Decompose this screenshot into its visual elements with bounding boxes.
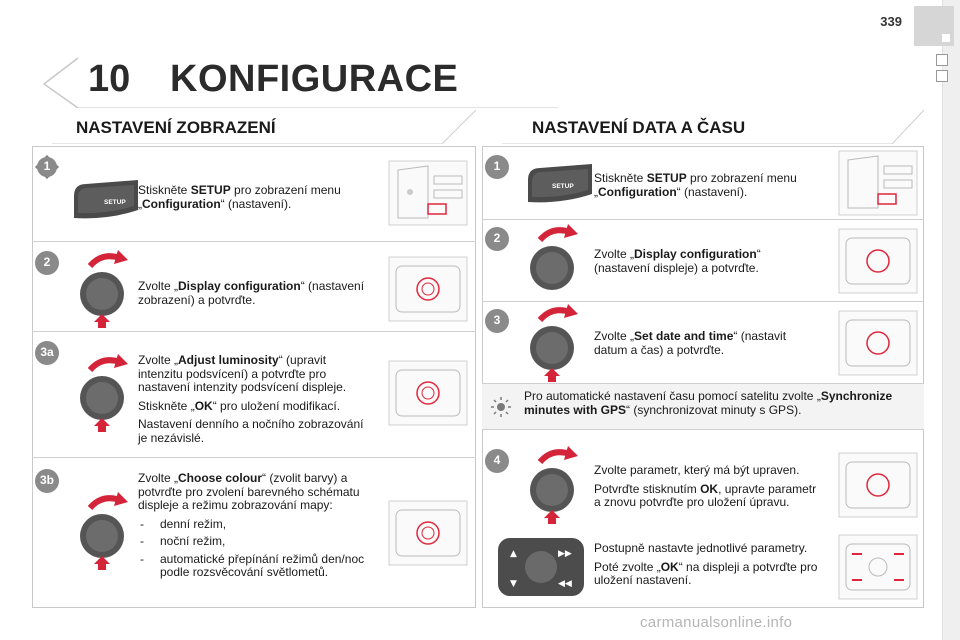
setup-panel-thumbnail (388, 160, 468, 226)
side-box-2 (936, 70, 948, 82)
step-badge-label: 2 (43, 255, 51, 269)
knob-panel-thumbnail (838, 310, 918, 376)
side-strip (942, 0, 960, 640)
right-step-2-text: Zvolte „Display configuration“ (nastaven… (594, 247, 761, 275)
right-step-4-text: Zvolte parametr, který má být upraven. P… (594, 463, 817, 509)
chapter-title: KONFIGURACE (170, 58, 459, 100)
svg-text:▲: ▲ (510, 549, 517, 559)
rotary-knob-icon (530, 224, 578, 290)
corner-tab (914, 6, 954, 46)
rotary-knob-icon (530, 304, 578, 382)
right-title-band (502, 109, 924, 144)
setup-label: SETUP (104, 199, 126, 206)
corner-square (942, 34, 950, 42)
watermark: carmanualsonline.info (640, 614, 793, 631)
left-step-1-text: Stiskněte SETUP pro zobrazení menu „Conf… (138, 183, 341, 211)
step-badge-icon (35, 251, 59, 275)
left-step-2-text: Zvolte „Display configuration“ (nastaven… (138, 279, 365, 307)
right-step-3-text: Zvolte „Set date and time“ (nastavit dat… (594, 329, 787, 357)
setup-button-icon: SETUP (528, 164, 592, 203)
right-step-1 (482, 146, 924, 220)
gps-tip (482, 384, 924, 430)
step-badge-icon (485, 309, 509, 333)
left-step-3a (32, 332, 476, 458)
step-badge-label: 2 (493, 231, 501, 245)
step-badge-icon (35, 469, 59, 493)
step-badge-label: 3b (39, 473, 54, 487)
step-badge-icon (485, 155, 509, 179)
setup-panel-thumbnail (838, 150, 918, 216)
step-badge-icon (485, 227, 509, 251)
list-item: denní režim, (138, 517, 370, 532)
list-item: automatické přepínání režimů den/noc pod… (138, 552, 370, 580)
tip-sun-icon (491, 397, 511, 417)
left-title-band (52, 109, 476, 144)
left-step-2 (32, 242, 476, 332)
step-badge-label: 3a (40, 345, 54, 359)
direction-pad-icon: ▲ ▶▶ ▼ ◀◀ (498, 538, 584, 596)
knob-panel-thumbnail (388, 360, 468, 426)
svg-text:▶▶: ▶▶ (558, 549, 572, 559)
page-number: 339 (880, 14, 902, 29)
left-step-3b-text: Zvolte „Choose colour“ (zvolit barvy) a … (138, 471, 370, 584)
step-badge-icon (35, 155, 59, 179)
knob-panel-thumbnail (388, 256, 468, 322)
colour-mode-list: denní režim, noční režim, automatické př… (138, 517, 370, 580)
knob-panel-thumbnail (388, 500, 468, 566)
step-badge-icon (35, 341, 59, 365)
rotary-knob-icon (530, 446, 578, 524)
chapter-number: 10 (88, 58, 131, 100)
step-badge-label: 3 (493, 313, 501, 327)
setup-button-icon: SETUP (74, 180, 138, 219)
list-item: noční režim, (138, 534, 370, 549)
gps-tip-text: Pro automatické nastavení času pomocí sa… (524, 389, 893, 417)
knob-panel-thumbnail (838, 452, 918, 518)
left-step-3a-text: Zvolte „Adjust luminosity“ (upravit inte… (138, 353, 364, 445)
setup-label: SETUP (552, 183, 574, 190)
chapter-frame (42, 57, 558, 108)
rotary-knob-icon (80, 354, 128, 432)
right-step-2 (482, 220, 924, 302)
right-section-title: NASTAVENÍ DATA A ČASU (532, 118, 746, 137)
rotary-knob-icon (80, 492, 128, 570)
left-section-title: NASTAVENÍ ZOBRAZENÍ (76, 118, 276, 137)
side-box-1 (936, 54, 948, 66)
right-step-3 (482, 302, 924, 384)
knob-panel-thumbnail (838, 228, 918, 294)
arrows-panel-thumbnail (838, 534, 918, 600)
step-badge-label: 1 (43, 159, 51, 173)
svg-text:◀◀: ◀◀ (558, 579, 572, 589)
svg-text:▼: ▼ (510, 579, 517, 589)
right-step-1-text: Stiskněte SETUP pro zobrazení menu „Conf… (594, 171, 797, 199)
chapter-header: 10 KONFIGURACE (38, 56, 558, 108)
step-badge-label: 4 (493, 453, 501, 467)
left-step-1 (32, 146, 476, 242)
right-step-4b-text: Postupně nastavte jednotlivé parametry. … (594, 541, 818, 587)
step-badge-icon (485, 449, 509, 473)
rotary-knob-icon (80, 250, 128, 328)
step-badge-label: 1 (493, 159, 501, 173)
